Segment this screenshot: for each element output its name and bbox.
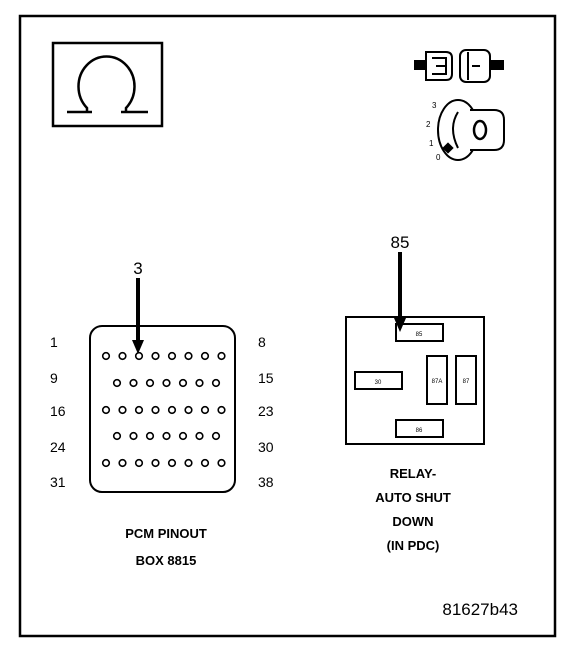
relay-terminal-87-label: 87: [463, 379, 470, 385]
relay-terminal-87a-label: 87A: [432, 379, 443, 385]
pcm-connector: 3 1 9 16 24 31 8 15 23 30 38 PCM PINOUT …: [50, 259, 274, 568]
pcm-pin: [112, 431, 122, 441]
relay-caption-line3: DOWN: [392, 514, 433, 529]
pcm-pin: [167, 405, 177, 415]
row-2-end-label: 15: [258, 370, 274, 386]
pcm-caption-line2: BOX 8815: [136, 553, 197, 568]
row-5-start-label: 31: [50, 474, 66, 490]
ignition-position-0: 0: [436, 153, 441, 162]
ignition-position-1: 1: [429, 139, 434, 148]
relay-callout-arrowhead: [394, 318, 406, 332]
relay-caption-line1: RELAY-: [390, 466, 436, 481]
pcm-pin: [184, 351, 193, 361]
pin-callout-arrowhead: [132, 340, 144, 354]
figure-id: 81627b43: [442, 600, 518, 619]
relay-terminal-86-label: 86: [416, 428, 423, 434]
pcm-pin: [145, 378, 155, 388]
relay-caption-line2: AUTO SHUT: [375, 490, 451, 505]
disconnected-connector-icon: [414, 49, 504, 83]
pcm-pin: [162, 378, 171, 388]
row-3-end-label: 23: [258, 403, 274, 419]
ohm-icon: [51, 41, 164, 128]
pcm-pin: [217, 351, 226, 361]
pcm-pin: [129, 378, 138, 388]
pcm-pin: [118, 405, 127, 415]
pcm-pin-grid: [101, 351, 226, 468]
pcm-pin: [195, 431, 204, 441]
row-3-start-label: 16: [50, 403, 66, 419]
relay-terminal-86: [395, 419, 444, 438]
pcm-pin: [151, 405, 160, 415]
asd-relay: 85 30 87A 87 86 85 RELAY- AUTO SHUT DOWN…: [345, 233, 485, 553]
pcm-pin: [151, 458, 160, 468]
relay-terminal-87a: [426, 355, 448, 405]
pcm-pin: [129, 431, 138, 441]
pcm-pin: [145, 431, 155, 441]
pcm-pin: [178, 431, 188, 441]
relay-terminal-85: [395, 323, 444, 342]
pcm-pin: [167, 351, 177, 361]
pcm-pin: [151, 351, 160, 361]
relay-caption-line4: (IN PDC): [387, 538, 440, 553]
ignition-position-2: 2: [426, 120, 431, 129]
pcm-pin: [134, 351, 144, 361]
row-5-end-label: 38: [258, 474, 274, 490]
pcm-pin: [134, 405, 144, 415]
row-4-start-label: 24: [50, 439, 66, 455]
relay-callout-label: 85: [391, 233, 410, 252]
pcm-pin: [178, 378, 188, 388]
pcm-pin: [101, 351, 111, 361]
row-1-end-label: 8: [258, 334, 266, 350]
pcm-pin: [217, 405, 226, 415]
pcm-pin: [200, 351, 210, 361]
ignition-position-3: 3: [432, 101, 437, 110]
pcm-pin: [112, 378, 122, 388]
pcm-pin: [211, 378, 221, 388]
pcm-pin: [167, 458, 177, 468]
pcm-pin: [184, 458, 193, 468]
relay-terminal-87: [455, 355, 477, 405]
row-1-start-label: 1: [50, 334, 58, 350]
pcm-pin: [118, 458, 127, 468]
pcm-pin: [101, 405, 111, 415]
pcm-caption-line1: PCM PINOUT: [125, 526, 207, 541]
relay-body: [345, 316, 485, 445]
row-2-start-label: 9: [50, 370, 58, 386]
pcm-pin: [184, 405, 193, 415]
pcm-pin: [200, 405, 210, 415]
pcm-connector-body: [89, 325, 236, 493]
pcm-pin: [134, 458, 144, 468]
pcm-pin: [195, 378, 204, 388]
ignition-key-icon: 3 2 1 0: [426, 99, 505, 162]
pin-callout-label: 3: [133, 259, 142, 278]
relay-terminal-85-label: 85: [416, 332, 423, 338]
pcm-pin: [101, 458, 111, 468]
pcm-pin: [200, 458, 210, 468]
row-4-end-label: 30: [258, 439, 274, 455]
pcm-pin: [211, 431, 221, 441]
pcm-pin: [217, 458, 226, 468]
outer-frame: [18, 14, 557, 638]
pcm-pin: [162, 431, 171, 441]
relay-terminal-30: [354, 371, 403, 390]
relay-terminal-30-label: 30: [375, 380, 382, 386]
pcm-pin: [118, 351, 127, 361]
